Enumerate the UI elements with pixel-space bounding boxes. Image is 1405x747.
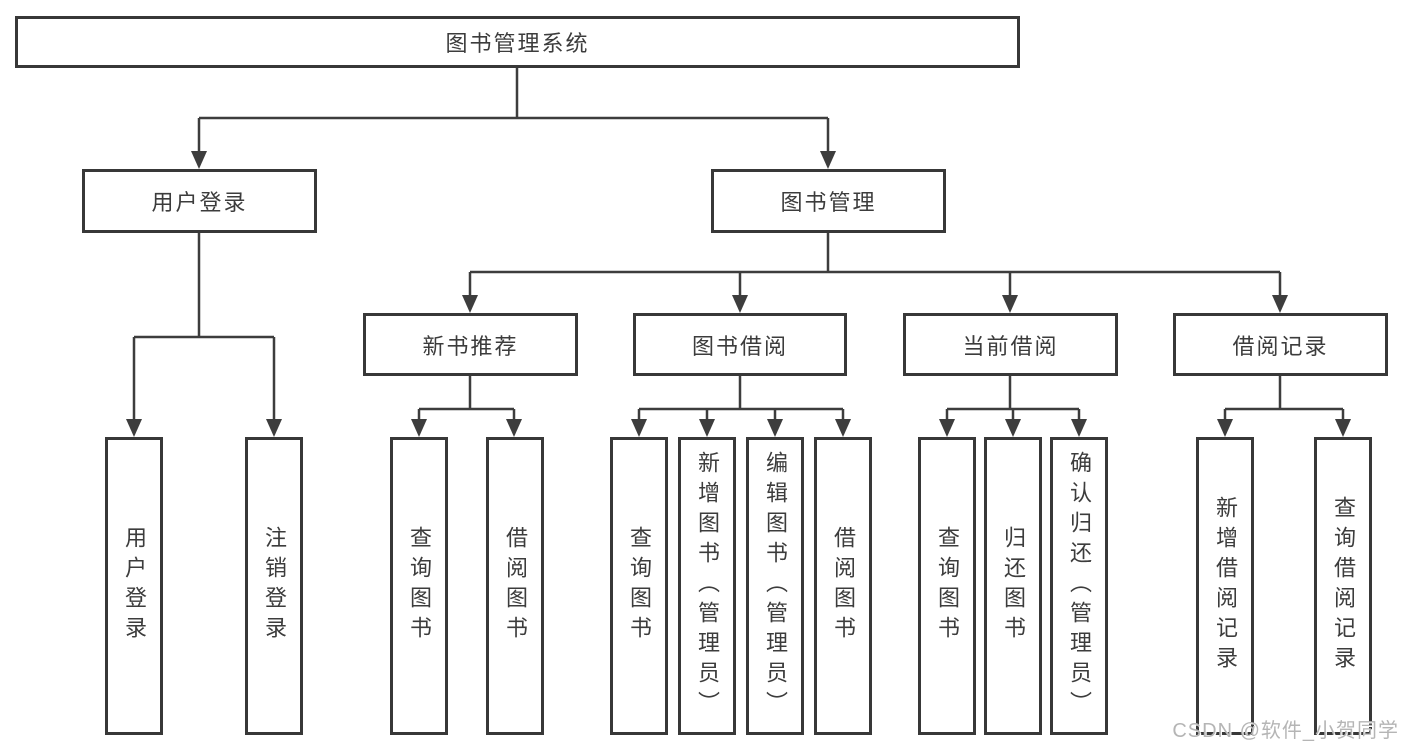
leaf-borrow-books: 借阅图书 bbox=[814, 437, 872, 735]
leaf-query-borrow-record: 查询借阅记录 bbox=[1314, 437, 1372, 735]
leaf-confirm-return-admin: 确认归还（管理员） bbox=[1050, 437, 1108, 735]
node-borrowing-records: 借阅记录 bbox=[1173, 313, 1388, 376]
node-user-login: 用户登录 bbox=[82, 169, 317, 233]
leaf-borrowing-query-books: 查询图书 bbox=[610, 437, 668, 735]
node-book-borrowing: 图书借阅 bbox=[633, 313, 847, 376]
leaf-logout: 注销登录 bbox=[245, 437, 303, 735]
node-book-management: 图书管理 bbox=[711, 169, 946, 233]
leaf-edit-books-admin: 编辑图书（管理员） bbox=[746, 437, 804, 735]
leaf-add-borrow-record: 新增借阅记录 bbox=[1196, 437, 1254, 735]
node-library-management-system: 图书管理系统 bbox=[15, 16, 1020, 68]
leaf-user-login: 用户登录 bbox=[105, 437, 163, 735]
leaf-current-query-books: 查询图书 bbox=[918, 437, 976, 735]
leaf-return-books: 归还图书 bbox=[984, 437, 1042, 735]
leaf-recommend-borrow-books: 借阅图书 bbox=[486, 437, 544, 735]
node-new-book-recommend: 新书推荐 bbox=[363, 313, 578, 376]
node-current-borrowing: 当前借阅 bbox=[903, 313, 1118, 376]
leaf-add-books-admin: 新增图书（管理员） bbox=[678, 437, 736, 735]
leaf-recommend-query-books: 查询图书 bbox=[390, 437, 448, 735]
watermark: CSDN @软件_小贺同学 bbox=[1172, 720, 1399, 742]
